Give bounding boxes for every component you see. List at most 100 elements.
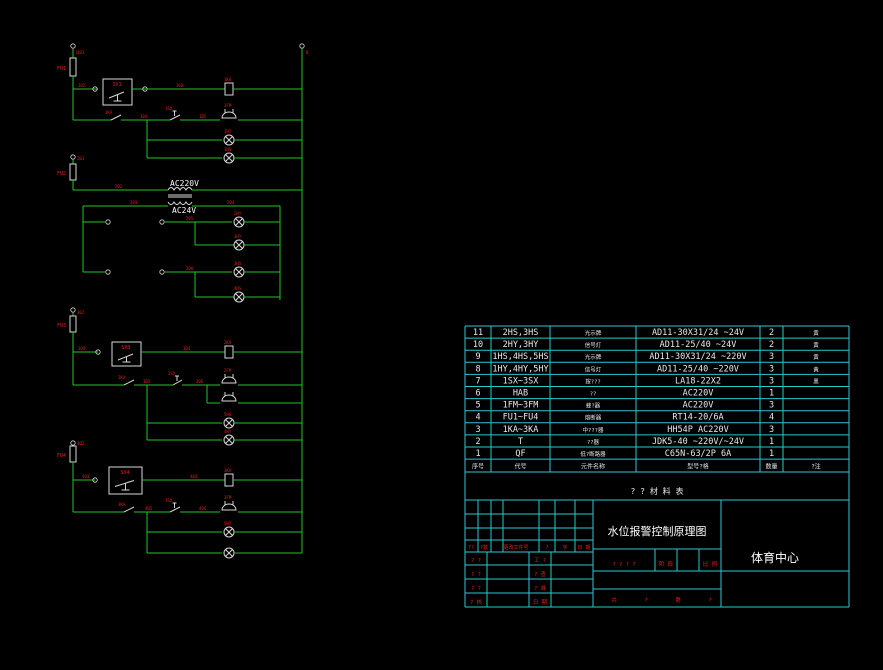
relay-coil-symbol (224, 473, 234, 487)
wire-number: 403 (82, 474, 90, 479)
terminal-node (105, 269, 111, 275)
level-switch-blade (117, 353, 134, 361)
terminal-node (92, 86, 98, 92)
button-blade (172, 379, 183, 386)
lamp-label: 5HS (224, 412, 232, 417)
lamp-cross (235, 268, 243, 276)
level-switch-label: SX1 (113, 82, 122, 88)
lamp-cross (225, 549, 233, 557)
buzzer-label: 3FM (224, 495, 232, 500)
terminal-node (95, 349, 101, 355)
button-label: 1SX (165, 106, 173, 111)
lamp-label: 1HS (224, 147, 232, 152)
transformer-primary-label: AC220V (170, 179, 199, 188)
fuse-label: FU4 (57, 453, 66, 459)
wire-number: 306 (196, 379, 204, 384)
contact-blade (123, 506, 135, 513)
wire-number: 406 (199, 506, 207, 511)
lamp-label: 5HY (224, 521, 232, 526)
fuse-symbol (69, 57, 77, 77)
level-switch-blade (114, 480, 135, 487)
lamp-label: 3HY (234, 234, 242, 239)
relay-coil-symbol (224, 345, 234, 359)
level-switch-box (111, 341, 142, 367)
buzzer-symbol (221, 111, 237, 119)
wire-number: 202 (115, 184, 123, 189)
wire-number: 302 (77, 310, 85, 315)
contact-blade (123, 379, 135, 386)
wire-number: 303 (78, 346, 86, 351)
lamp-label: 2HY (234, 211, 242, 216)
wire-number: 101 (77, 50, 85, 55)
relay-label: 2KA (224, 340, 232, 345)
wire-number: 201 (77, 156, 85, 161)
wire-number: 103 (176, 83, 184, 88)
contact-label: 2KA (118, 375, 126, 380)
terminal-node (105, 219, 111, 225)
wire-number: 404 (190, 474, 198, 479)
transformer-secondary-label: AC24V (172, 206, 196, 215)
lamp-cross (225, 436, 233, 444)
contact-label: 1KA (105, 110, 113, 115)
lamp-label: 1HY (224, 129, 232, 134)
fuse-label: FU2 (57, 171, 66, 177)
buzzer-symbol (221, 394, 237, 402)
level-switch-blade (108, 91, 125, 99)
button-blade (169, 506, 181, 513)
button-label: 2SX (168, 371, 176, 376)
wire-number: 205 (186, 216, 194, 221)
level-switch-label: SX3 (122, 345, 131, 351)
wire-number: 203 (130, 200, 138, 205)
fuse-label: FU3 (57, 323, 66, 329)
terminal-node (70, 43, 76, 49)
wire-number: 104 (140, 114, 148, 119)
lamp-cross (235, 293, 243, 301)
terminal-node (299, 43, 305, 49)
lamp-cross (225, 528, 233, 536)
wire-number: 402 (77, 441, 85, 446)
node-label-l: L (76, 50, 79, 55)
level-switch-label: SX4 (121, 470, 130, 476)
transformer-secondary (167, 201, 193, 205)
terminal-node (70, 440, 76, 446)
buzzer-label: 2FM (224, 368, 232, 373)
lamp-cross (235, 218, 243, 226)
level-switch-box (102, 78, 133, 106)
wire-number: 204 (227, 200, 235, 205)
lamp-label: 3HS (234, 261, 242, 266)
buzzer-label: 1FM (224, 103, 232, 108)
terminal-node (159, 219, 165, 225)
lamp-label: 4HS (234, 286, 242, 291)
terminal-node (159, 269, 165, 275)
contact-blade (110, 114, 122, 121)
contact-label: 3KA (118, 502, 126, 507)
fuse-symbol (69, 163, 77, 181)
node-label-n: N (306, 50, 309, 55)
fuse-label: FU1 (57, 66, 66, 72)
lamp-label: 4HY (224, 429, 232, 434)
relay-label: 3KA (224, 468, 232, 473)
buzzer-symbol (221, 503, 237, 511)
relay-coil-symbol (224, 82, 234, 96)
fuse-symbol (69, 445, 77, 463)
button-blade (169, 114, 181, 121)
lamp-cross (225, 419, 233, 427)
lamp-cross (225, 136, 233, 144)
wire-number: 405 (145, 506, 153, 511)
terminal-node (70, 307, 76, 313)
terminal-node (92, 477, 98, 483)
wire-number: 206 (186, 266, 194, 271)
lamp-cross (235, 241, 243, 249)
fuse-symbol (69, 315, 77, 333)
wire-number: 102 (78, 83, 86, 88)
relay-label: 1KA (224, 77, 232, 82)
button-label: 3SX (165, 498, 173, 503)
buzzer-symbol (221, 376, 237, 384)
wire-number: 304 (183, 346, 191, 351)
wire-number: 105 (199, 114, 207, 119)
lamp-cross (225, 154, 233, 162)
terminal-node (70, 154, 76, 160)
transformer-primary (167, 187, 193, 191)
wire-number: 305 (143, 379, 151, 384)
